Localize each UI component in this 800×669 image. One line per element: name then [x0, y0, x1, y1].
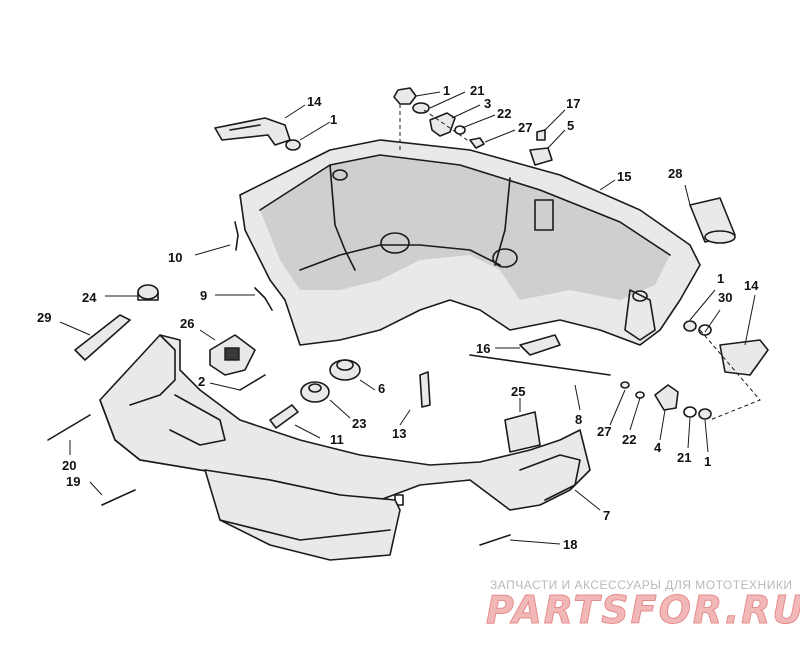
- callout-11: 11: [330, 432, 344, 447]
- callout-21-right: 21: [677, 450, 691, 465]
- nut-part-1-right-bottom: [698, 408, 712, 420]
- callout-22-right: 22: [622, 432, 636, 447]
- grommet-part-24: [137, 284, 159, 301]
- callout-19: 19: [66, 474, 80, 489]
- callout-6: 6: [378, 381, 385, 396]
- lower-pan-part-7: [99, 334, 591, 561]
- leader-lines: [59, 91, 756, 545]
- callout-27-right: 27: [597, 424, 611, 439]
- bolt-part-19: [101, 489, 136, 506]
- bolt-part-20: [47, 414, 91, 441]
- tab-part-16: [519, 334, 561, 356]
- callout-4: 4: [654, 440, 662, 455]
- upper-cowl-part-15: [239, 139, 701, 346]
- washer-part-30: [698, 324, 712, 336]
- nut-part-1-right-top: [683, 320, 697, 332]
- callout-1-right-bottom: 1: [704, 454, 711, 469]
- washer-part-21-right: [683, 406, 697, 418]
- bolt-part-18: [479, 534, 511, 546]
- latch-part-4: [654, 384, 679, 411]
- callout-18: 18: [563, 537, 577, 552]
- nut-part-1-left: [285, 139, 301, 151]
- pad-part-26: [209, 334, 256, 376]
- callout-26: 26: [180, 316, 194, 331]
- callout-24: 24: [82, 290, 97, 305]
- watermark-logo: PARTSFOR.RU: [485, 588, 800, 633]
- stud-part-11: [269, 404, 299, 429]
- callout-9: 9: [200, 288, 207, 303]
- callout-2: 2: [198, 374, 205, 389]
- callout-17: 17: [566, 96, 580, 111]
- callout-1-left: 1: [330, 112, 337, 127]
- handle-part-14-right: [719, 339, 769, 376]
- callout-25: 25: [511, 384, 525, 399]
- callout-23: 23: [352, 416, 366, 431]
- callout-13: 13: [392, 426, 406, 441]
- callout-labels: 14 1 1 21 3 22 27 17 5 15 28 10 9 24 29 …: [37, 83, 759, 552]
- callout-29: 29: [37, 310, 51, 325]
- callout-3: 3: [484, 96, 491, 111]
- washer-part-22-right: [635, 391, 645, 399]
- seal-part-9: [254, 287, 273, 311]
- callout-5: 5: [567, 118, 574, 133]
- seal-part-10: [234, 221, 239, 251]
- callout-1-top: 1: [443, 83, 450, 98]
- top-hardware-group: [393, 87, 553, 166]
- callout-27-top: 27: [518, 120, 532, 135]
- sleeve-part-28: [689, 197, 736, 244]
- screw-part-27-right: [620, 381, 630, 389]
- callout-21-top: 21: [470, 83, 484, 98]
- alignment-line-top: [423, 109, 471, 143]
- callout-10: 10: [168, 250, 182, 265]
- callout-14-left: 14: [307, 94, 322, 109]
- bushing-part-6: [329, 359, 361, 381]
- callout-28: 28: [668, 166, 682, 181]
- bushing-part-23: [300, 381, 330, 403]
- watermark-tagline: ЗАПЧАСТИ И АКСЕССУАРЫ ДЛЯ МОТОТЕХНИКИ: [490, 578, 793, 592]
- pin-part-13: [419, 371, 431, 408]
- callout-1-right-top: 1: [717, 271, 724, 286]
- callout-20: 20: [62, 458, 76, 473]
- alignment-line-right: [699, 329, 761, 421]
- pin-part-2: [239, 374, 266, 391]
- bracket-part-25: [504, 411, 541, 453]
- callout-8: 8: [575, 412, 582, 427]
- handle-part-14-left: [214, 117, 291, 146]
- callout-22-top: 22: [497, 106, 511, 121]
- callout-15: 15: [617, 169, 631, 184]
- callout-7: 7: [603, 508, 610, 523]
- callout-16: 16: [476, 341, 490, 356]
- callout-30: 30: [718, 290, 732, 305]
- callout-14-right: 14: [744, 278, 759, 293]
- rod-part-8: [469, 354, 611, 376]
- strip-part-29: [74, 314, 131, 361]
